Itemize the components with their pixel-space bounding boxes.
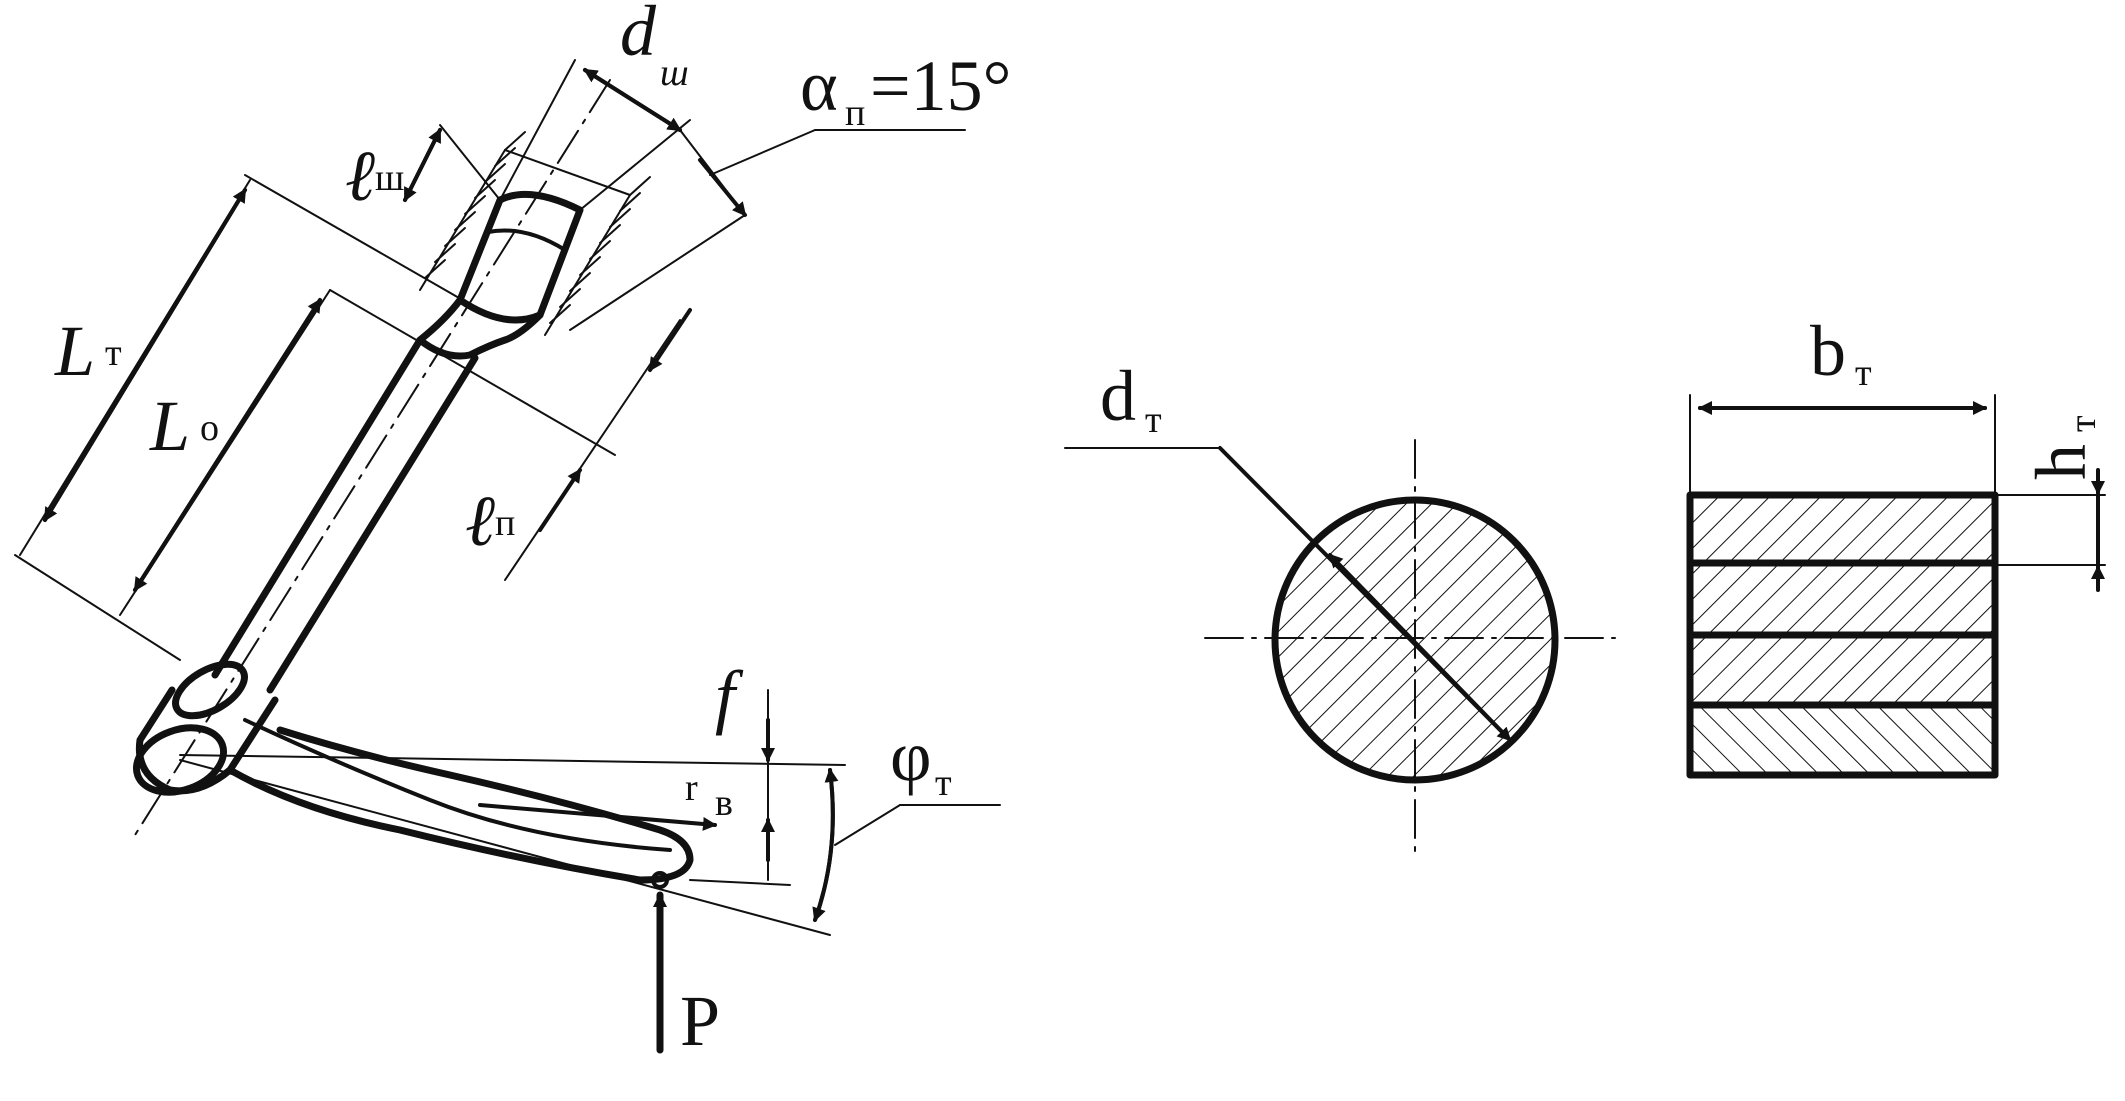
label-phi-sub: т	[935, 762, 952, 804]
label-l-sh-sub: ш	[375, 157, 404, 199]
label-b-t: b	[1810, 311, 1846, 391]
lever-pin	[651, 871, 669, 889]
label-l-p-sub: п	[495, 502, 515, 544]
label-d-t-sub: т	[1145, 399, 1162, 441]
label-d-sh: d	[620, 0, 657, 71]
label-L-o-sub: о	[200, 407, 219, 449]
head-groove	[486, 228, 567, 252]
label-alpha-sub: п	[845, 92, 865, 134]
label-alpha: α	[800, 46, 838, 126]
r-v-arrow	[478, 803, 717, 831]
dim-l-sh	[403, 124, 501, 202]
dim-phi-t	[812, 768, 1001, 922]
bar-head	[456, 190, 584, 324]
plate-2	[1690, 563, 1995, 635]
label-l-sh: ℓ	[345, 136, 375, 216]
plate-4	[1690, 705, 1995, 775]
dim-L-o	[119, 289, 616, 616]
lever-hub-bottom	[132, 724, 228, 796]
label-r-v: r	[685, 767, 698, 809]
label-b-t-sub: т	[1855, 352, 1872, 394]
label-h-t-sub: т	[2062, 415, 2104, 432]
bar-shaft	[211, 336, 479, 694]
label-l-p: ℓ	[465, 481, 495, 561]
plate-3	[1690, 635, 1995, 705]
label-h-t: h	[2021, 444, 2101, 480]
round-section-figure: d т	[1064, 356, 1616, 856]
label-phi: φ	[890, 716, 932, 796]
label-f: f	[715, 656, 744, 736]
dim-alpha-p	[569, 129, 966, 331]
dim-d-sh	[499, 59, 691, 211]
label-alpha-val: =15°	[870, 46, 1011, 126]
head-transition	[416, 296, 544, 360]
dim-L-t	[14, 174, 481, 661]
label-r-v-sub: в	[715, 782, 733, 824]
label-L-t: L	[54, 311, 95, 391]
plate-1	[1690, 495, 1995, 563]
label-d-sh-sub: ш	[660, 52, 689, 94]
label-L-t-sub: т	[105, 332, 122, 374]
lever-arm-rib	[243, 718, 672, 852]
torsion-bar-figure: d ш α п =15° ℓ ш L т L о ℓ п f r в φ т P	[14, 0, 1011, 1061]
label-P: P	[680, 981, 720, 1061]
lever-arm	[226, 726, 694, 884]
fixed-support-hatching	[419, 131, 651, 336]
laminated-section-figure: b т h т	[1686, 311, 2106, 779]
lever-hub-top	[172, 660, 248, 720]
label-d-t: d	[1100, 356, 1136, 436]
dim-l-p	[504, 308, 692, 581]
label-L-o: L	[149, 386, 190, 466]
